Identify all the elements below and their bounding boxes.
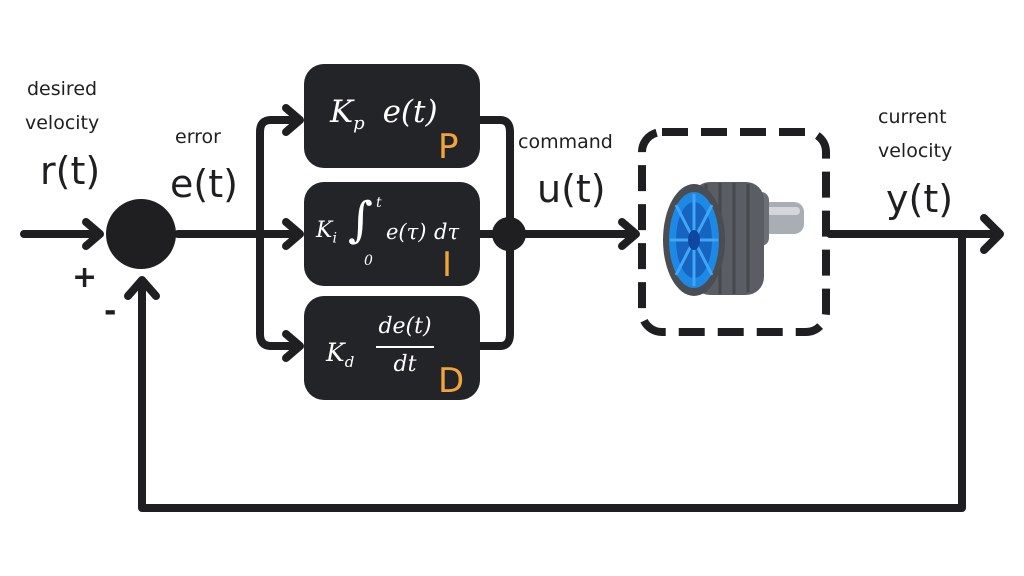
p-tag: P — [438, 127, 459, 167]
d-denominator: dt — [393, 352, 417, 377]
output-signal-label: y(t) — [886, 177, 954, 221]
integral-sign: ∫ — [348, 192, 374, 248]
i-gain-group: Ki — [316, 218, 337, 247]
p-input-arrowhead — [282, 104, 304, 136]
sum-node — [492, 217, 526, 251]
plus-sign: + — [72, 260, 98, 295]
feedback-arrowhead — [124, 276, 160, 300]
integral-upper-limit: t — [376, 195, 382, 211]
p-gain-subscript: p — [353, 113, 365, 135]
integral-lower-limit: 0 — [364, 253, 373, 269]
command-label: command — [518, 131, 613, 153]
command-arrowhead — [618, 218, 640, 250]
i-tag: I — [442, 245, 453, 285]
integral-differential: dτ — [434, 220, 460, 244]
i-gain: K — [316, 218, 333, 243]
d-gain: K — [326, 338, 345, 367]
current-label-line2: velocity — [878, 140, 953, 162]
command-signal-label: u(t) — [537, 167, 606, 211]
split-wire — [256, 116, 275, 350]
input-arrowhead — [82, 218, 104, 250]
summing-junction — [106, 199, 176, 269]
plant-box — [638, 128, 830, 336]
d-numerator: de(t) — [378, 314, 432, 339]
derivative-block: Kd de(t) dt D — [304, 296, 480, 400]
p-output-wire — [476, 116, 514, 226]
wheel-motor-icon — [663, 182, 804, 296]
output-arrowhead — [980, 214, 1004, 254]
d-input-arrowhead — [282, 330, 304, 362]
desired-label-line1: desired — [27, 78, 98, 100]
d-gain-subscript: d — [344, 353, 355, 371]
integrand: e(τ) — [386, 220, 427, 244]
proportional-block: Kp e(t) P — [304, 64, 480, 168]
d-gain-group: Kd — [326, 340, 354, 370]
p-term: e(t) — [382, 94, 438, 130]
d-tag: D — [438, 361, 465, 401]
feedback-wire — [138, 230, 966, 512]
error-signal-label: e(t) — [170, 162, 238, 206]
desired-label-line2: velocity — [25, 112, 100, 134]
current-label-line1: current — [878, 106, 947, 128]
p-gain: K — [330, 94, 354, 130]
error-label: error — [175, 126, 221, 148]
i-gain-subscript: i — [332, 230, 337, 247]
minus-sign: - — [104, 294, 117, 329]
i-input-arrowhead — [282, 218, 304, 250]
integral-block: Ki ∫ t 0 e(τ) dτ I — [304, 182, 480, 286]
reference-signal-label: r(t) — [40, 149, 101, 193]
fraction-bar — [376, 346, 434, 348]
p-formula: Kp e(t) — [330, 97, 438, 133]
d-output-wire — [476, 242, 514, 350]
